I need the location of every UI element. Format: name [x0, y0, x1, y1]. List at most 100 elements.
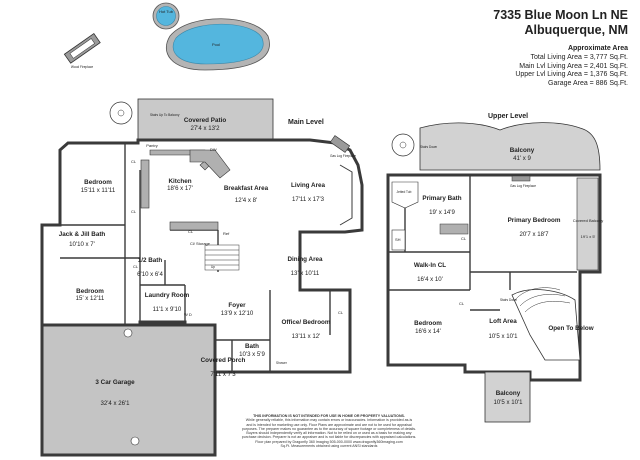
wood-fireplace [63, 33, 101, 64]
area-garage: Garage Area = 886 Sq.Ft. [548, 80, 628, 88]
wd-label: W D [184, 312, 192, 317]
loft-dim: 10'5 x 10'1 [488, 333, 518, 340]
primary-bedroom-name: Primary Bedroom [508, 217, 561, 224]
cl-storage-label: Cl/ Storage [190, 241, 211, 246]
disclaimer-line: While generally reliable, this informati… [245, 418, 413, 423]
shower-stall [391, 229, 406, 251]
stairs-down-label: Stairs Down [420, 145, 437, 149]
stairs-to-balcony-label: Stairs Up To Balcony [150, 113, 180, 117]
pantry-label: Pantry [146, 143, 158, 148]
breakfast-dim: 12'4 x 8' [235, 197, 257, 204]
covered-balcony-name: Covered Balcony [573, 218, 603, 223]
balcony-bottom-dim: 10'5 x 10'1 [493, 399, 523, 406]
bedroom-sw-dim: 15' x 12'11 [76, 295, 105, 302]
balcony-bottom [484, 371, 531, 423]
primary-bath-vanity [439, 223, 469, 235]
half-bath-name: 1/2 Bath [138, 257, 163, 264]
walk-in-dim: 16'4 x 10' [417, 276, 443, 283]
upper-cl-label-2: CL [459, 301, 465, 306]
kitchen-name: Kitchen [168, 178, 191, 185]
cl-label-2: CL [131, 209, 137, 214]
cl-storage-counter [169, 221, 219, 231]
balcony-top-name: Balcony [510, 147, 535, 154]
upper-cl-label-1: CL [461, 236, 467, 241]
garage-dim: 32'4 x 26'1 [100, 400, 130, 407]
hot-tub-water [156, 6, 176, 26]
cl-label-5: CL [338, 310, 344, 315]
disclaimer-line: purchase decision. Preparer is not an ap… [241, 435, 417, 440]
disclaimer-line: Floor plan prepared by Dragonfly 360 Ima… [255, 439, 403, 444]
covered-porch-dim: 7'11 x 7'3 [210, 371, 236, 378]
balcony-top [419, 122, 601, 171]
covered-patio-name: Covered Patio [184, 117, 226, 124]
shower-label: Shower [276, 361, 288, 365]
covered-patio [137, 98, 274, 145]
jack-jill-name: Jack & Jill Bath [59, 231, 106, 238]
office-dim: 13'11 x 12' [292, 333, 321, 340]
bedroom-nw-name: Bedroom [84, 179, 112, 186]
sh-label: SH [395, 237, 401, 242]
disclaimer-line: and is intended for marketing use only. … [246, 422, 412, 427]
bedroom-sw-name: Bedroom [76, 288, 104, 295]
bath-dim: 10'3 x 5'9 [239, 351, 265, 358]
foyer-dim: 13'9 x 12'10 [221, 310, 254, 317]
primary-bath-dim: 19' x 14'9 [429, 209, 455, 216]
pool-water [172, 23, 264, 65]
address-city: Albuquerque, NM [524, 23, 628, 37]
disclaimer-line: Buyers should independently verify all i… [246, 431, 412, 436]
upper-level-label: Upper Level [488, 113, 529, 120]
stairs-up-label: Up [211, 265, 215, 269]
kitchen-dim: 18'6 x 17' [167, 185, 193, 192]
open-to-below-label: Open To Below [548, 325, 593, 332]
half-bath-dim: 6'10 x 6'4 [137, 271, 163, 278]
stairs-down2-label: Stairs Down [500, 298, 517, 302]
area-heading: Approximate Area [567, 45, 628, 52]
primary-bath-name: Primary Bath [422, 195, 461, 202]
covered-balcony [576, 177, 599, 271]
cl-label-3: CL [133, 264, 139, 269]
area-total: Total Living Area = 3,777 Sq.Ft. [530, 53, 628, 61]
upper-bedroom-dim: 16'6 x 14' [415, 328, 441, 335]
main-level-plan: Covered Patio 27'4 x 13'2 Stairs Up To B… [40, 98, 364, 457]
living-dim: 17'11 x 17'3 [292, 196, 325, 203]
address-street: 7335 Blue Moon Ln NE [493, 8, 628, 22]
walk-in-name: Walk-In CL [414, 262, 446, 269]
gas-fireplace-main [329, 135, 351, 153]
laundry-name: Laundry Room [145, 292, 190, 299]
disclaimer: THIS INFORMATION IS NOT INTENDED FOR USE… [224, 414, 434, 448]
kitchen-wall-counter [140, 159, 150, 209]
area-main: Main Lvl Living Area = 2,401 Sq.Ft. [519, 62, 628, 70]
living-name: Living Area [291, 182, 326, 189]
pool-area: Hot Tub Pool Wood Fireplace [63, 2, 270, 71]
jetted-tub [391, 181, 419, 209]
living-bay [339, 164, 353, 226]
balcony-bottom-name: Balcony [496, 390, 521, 397]
foyer-name: Foyer [228, 302, 246, 309]
main-level-label: Main Level [288, 119, 324, 126]
dw-label: DW [210, 147, 217, 152]
jack-jill-dim: 10'10 x 7' [69, 241, 95, 248]
kitchen-island [189, 149, 231, 179]
gas-fireplace-main-label: Gas Log Fireplace [330, 154, 356, 158]
loft-name: Loft Area [489, 318, 517, 325]
gas-fireplace-upper-label: Gas Log Fireplace [510, 184, 536, 188]
disclaimer-line: Sq.Ft. Measurements obtained using curre… [280, 444, 378, 449]
upper-level-plan: Balcony 41' x 9 Stairs Down Jetted Tub S… [386, 122, 603, 423]
area-summary: Approximate Area Total Living Area = 3,7… [378, 45, 628, 89]
balcony-top-dim: 41' x 9 [513, 155, 531, 162]
hot-tub-label: Hot Tub [159, 9, 174, 14]
jetted-tub-label: Jetted Tub [397, 190, 412, 194]
laundry-dim: 11'1 x 9'10 [153, 306, 182, 313]
garage-name: 3 Car Garage [95, 379, 135, 386]
dining-dim: 13' x 10'11 [291, 270, 320, 277]
disclaimer-line: THIS INFORMATION IS NOT INTENDED FOR USE… [253, 414, 405, 418]
breakfast-name: Breakfast Area [224, 185, 269, 192]
upper-stair-curve [514, 287, 571, 313]
primary-bedroom-dim: 20'7 x 18'7 [519, 231, 549, 238]
upper-bedroom-name: Bedroom [414, 320, 442, 327]
bedroom-nw-dim: 15'11 x 11'11 [81, 187, 116, 194]
bath-name: Bath [245, 343, 259, 350]
wood-fireplace-label: Wood Fireplace [71, 65, 93, 69]
main-stairs [204, 244, 240, 271]
